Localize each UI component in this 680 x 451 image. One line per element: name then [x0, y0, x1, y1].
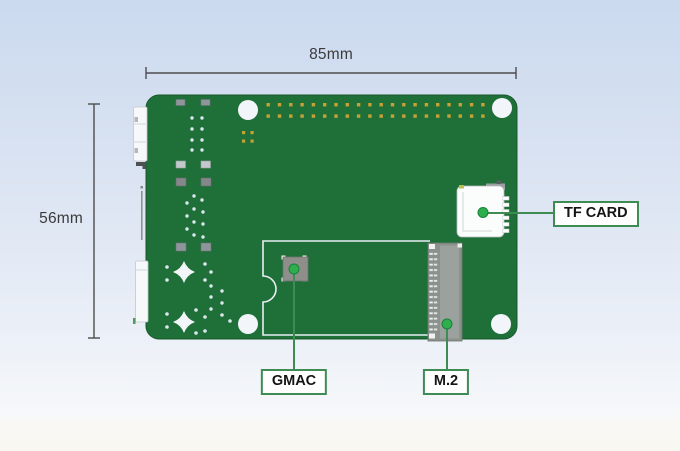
gpio-header-pins [242, 103, 493, 143]
callout-lines [288, 207, 553, 369]
side-connector-bottom [135, 260, 149, 323]
fiducial-stars [173, 261, 195, 333]
gmac-callout-dot [288, 263, 300, 275]
dimension-lines [88, 67, 517, 339]
gmac-label: GMAC [260, 369, 328, 395]
gpio-pin-field [266, 103, 493, 119]
via-dots [165, 116, 232, 335]
height-dimension-label: 56mm [39, 210, 83, 227]
m2-callout-dot [441, 318, 453, 330]
width-dimension-label: 85mm [309, 46, 353, 63]
smd-pads [175, 99, 212, 252]
tf-card-label: TF CARD [553, 201, 639, 227]
tf-card-callout-dot [477, 207, 489, 218]
edge-mark [136, 162, 146, 166]
mounting-holes [238, 98, 512, 334]
pcb-board [145, 94, 518, 340]
m2-label: M.2 [422, 369, 470, 395]
m2-slot-outline [262, 240, 430, 336]
left-edge-connectors [133, 106, 149, 324]
